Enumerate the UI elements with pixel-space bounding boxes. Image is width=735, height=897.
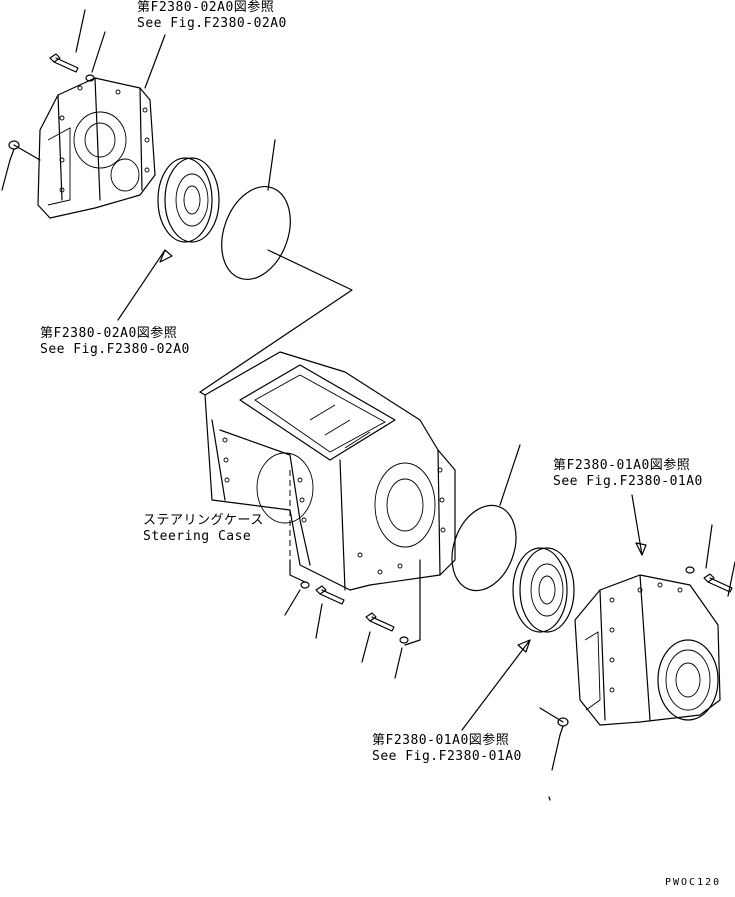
plug-right-line [539,707,564,723]
leader-plug-right [551,734,561,771]
mid-ref-ja: 第F2380-02A0図参照 [40,326,178,341]
right-ref-ja: 第F2380-01A0図参照 [553,458,691,473]
steering-case-label-en: Steering Case [143,529,252,544]
washer-top-left [85,74,95,82]
washer-case-right [399,636,409,644]
bottom-ref-en: See Fig.F2380-01A0 [372,749,522,764]
washer-guide-left [289,559,306,583]
steering-case-label-ja: ステアリングケース [143,513,264,528]
bolt-right [703,573,733,593]
leader-bolt [75,9,86,53]
tick-mark [548,796,551,801]
right-final-drive-housing [574,574,721,726]
steering-case-body [204,351,456,591]
top-ref-en: See Fig.F2380-02A0 [137,16,287,31]
case-link [199,391,206,396]
plug-dash [13,144,41,161]
left-final-drive-housing [37,77,156,219]
mid-ref-en: See Fig.F2380-02A0 [40,342,190,357]
washer-guide-right [404,559,421,646]
left-brake-disc [157,157,220,243]
leader-o-ring [267,139,276,191]
bottom-ref-ja: 第F2380-01A0図参照 [372,733,510,748]
plug-left [8,140,20,161]
leader-washer-right [705,524,713,569]
bolt-top-left [49,53,79,73]
left-o-ring [221,185,291,281]
drawing-code: PWOC120 [665,877,722,888]
top-ref-ja: 第F2380-02A0図参照 [137,0,275,15]
leader-right-o-ring [499,444,521,506]
washer-case-left [300,581,310,589]
right-ref-en: See Fig.F2380-01A0 [553,474,703,489]
bolt-case-right [365,612,395,632]
leader-bolt-case-r [361,631,371,663]
leader-plug [1,159,11,191]
arrow-right-ref [635,542,647,556]
washer-right [685,566,695,574]
leader-washer-case-l [284,589,301,616]
right-o-ring [451,504,517,592]
arrow-bottom-ref [517,639,531,653]
leader-bottom-ref [461,639,531,731]
right-brake-disc [512,547,575,633]
plug-right [557,717,569,736]
bolt-case-left [315,585,345,605]
o-ring-to-case-line [199,249,353,393]
leader-mid-ref [117,249,166,321]
leader-washer-case-r [394,647,403,679]
leader-washer [91,31,106,73]
leader-bolt-case-l [315,603,323,639]
leader-bolt-right [727,561,735,597]
leader-right-ref [631,494,643,556]
arrow-mid-ref [159,249,173,263]
leader-top-ref [144,34,166,89]
